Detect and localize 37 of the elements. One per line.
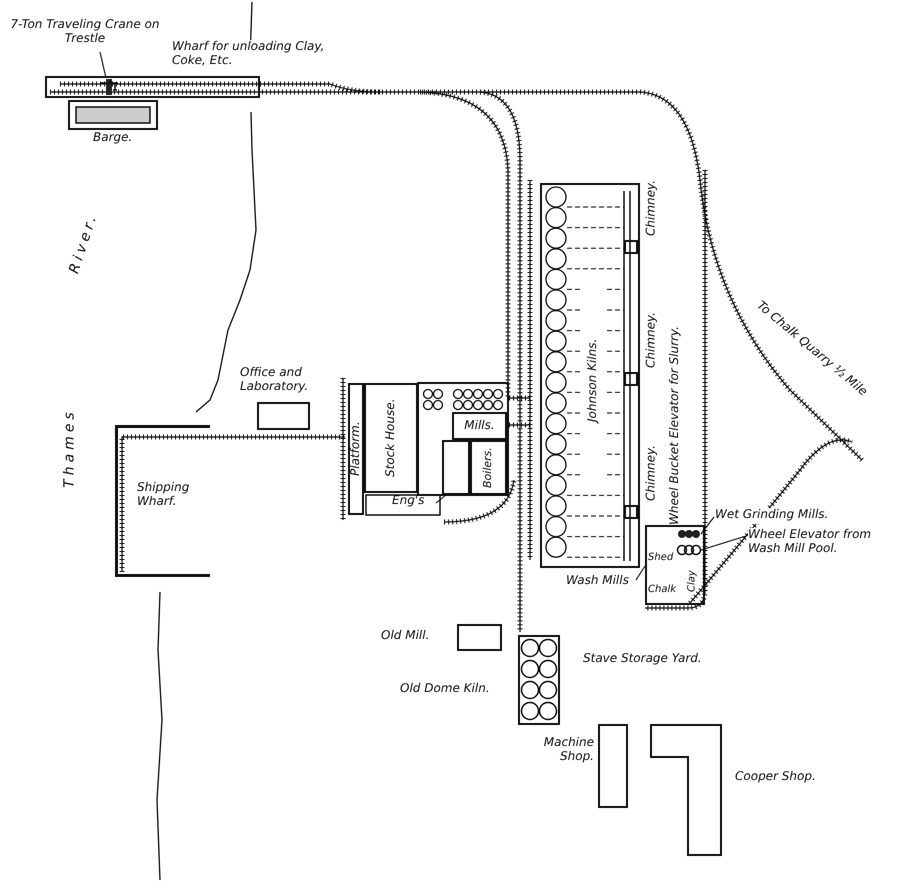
building-label: Mills. [463, 417, 496, 434]
building-label: Office and Laboratory. [240, 366, 310, 395]
river-label: Thames [62, 408, 78, 488]
mill-icon [677, 528, 701, 540]
room-label: Shed [648, 552, 678, 567]
leader-line [700, 516, 714, 534]
leader-line [99, 52, 107, 78]
building-label: Old Dome Kiln. [400, 682, 491, 697]
leader-line [700, 535, 746, 551]
engine-room-outline [442, 440, 470, 495]
building-label: Old Mill. [381, 629, 430, 644]
building-label: Machine Shop. [542, 736, 594, 765]
wharf-outline [115, 425, 210, 577]
building-outline [364, 383, 418, 493]
leader-line [436, 494, 446, 504]
building-outline [452, 412, 507, 440]
leader-line [636, 566, 646, 580]
building-label: Cooper Shop. [735, 770, 817, 785]
building-label: Chimney. [643, 179, 659, 238]
building-label: Stock House. [382, 398, 398, 480]
room-label: Chalk [648, 584, 680, 599]
structure-label: Wheel Bucket Elevator for Slurry. [668, 325, 682, 525]
building-label: Chimney. [643, 444, 659, 503]
building-outline [645, 525, 705, 605]
platform-outline [348, 383, 364, 515]
building-outline [470, 440, 507, 495]
building-label: Chimney. [643, 311, 659, 370]
building-label: Shipping Wharf. [137, 481, 190, 510]
structure-label: Barge. [93, 131, 134, 146]
callout-label: Wash Mills [566, 574, 636, 590]
callout-label: 7-Ton Traveling Crane on Trestle [10, 18, 160, 52]
crane-icon [100, 78, 118, 96]
area-label: Stave Storage Yard. [583, 652, 703, 667]
room-label: Clay [684, 560, 700, 602]
building-label: Boilers. [480, 446, 496, 490]
elevator-icon [677, 544, 701, 556]
building-label: Platform. [350, 420, 362, 478]
